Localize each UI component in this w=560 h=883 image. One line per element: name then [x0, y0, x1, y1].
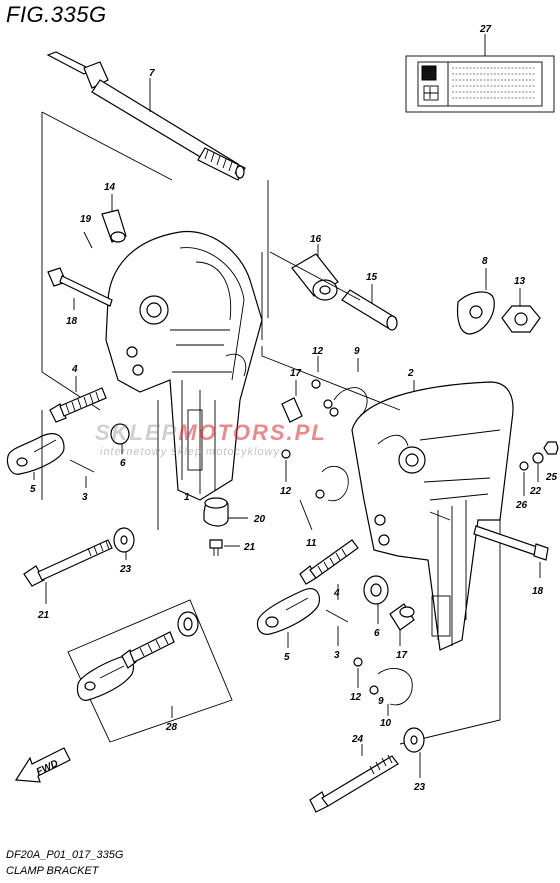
part-22-washer[interactable]: [532, 452, 544, 482]
part-1-clamp-bracket-left[interactable]: [105, 230, 263, 501]
callout-16: 16: [310, 234, 322, 245]
callout-18-right: 18: [532, 586, 544, 597]
part-12-screw-lower[interactable]: [353, 657, 363, 688]
callout-5-right: 5: [284, 652, 290, 663]
part-25-nut[interactable]: [543, 441, 559, 455]
part-5-plate-left[interactable]: [6, 433, 65, 480]
part-16-sleeve[interactable]: [291, 244, 339, 301]
callout-12-middle: 12: [280, 486, 292, 497]
callout-9-upper: 9: [354, 346, 360, 357]
callout-labels: 27 7 14 19 16 15 8 13 18 12 9 17 2 4 6 3…: [30, 24, 558, 793]
part-21-screw-center[interactable]: [209, 539, 240, 556]
part-27-caution-label[interactable]: [405, 34, 555, 113]
callout-24: 24: [351, 734, 364, 745]
callout-8: 8: [482, 256, 488, 267]
part-10-wire[interactable]: [369, 667, 413, 716]
callout-21-center: 21: [243, 542, 256, 553]
part-21-bolt-long[interactable]: [23, 400, 159, 604]
callout-7: 7: [149, 68, 155, 79]
callout-11: 11: [306, 538, 317, 549]
part-11-bolt[interactable]: [299, 499, 359, 585]
part-6-stopper-left[interactable]: [110, 423, 130, 454]
part-12-screw-middle[interactable]: [281, 449, 291, 482]
part-24-bolt[interactable]: [309, 744, 399, 813]
callout-3-right: 3: [334, 650, 340, 661]
callout-14: 14: [104, 182, 116, 193]
callout-3-left: 3: [82, 492, 88, 503]
callout-6-left: 6: [120, 458, 126, 469]
figure-title: FIG.335G: [6, 2, 107, 27]
part-13-nut[interactable]: [501, 288, 541, 333]
part-18-bolt-left[interactable]: [47, 267, 113, 310]
callout-17-lower: 17: [396, 650, 408, 661]
part-9-wire-upper[interactable]: [323, 358, 368, 417]
callout-21-left: 21: [37, 610, 50, 621]
callout-12-upper: 12: [312, 346, 324, 357]
part-6-stopper-right[interactable]: [363, 575, 389, 624]
callout-19: 19: [80, 214, 92, 225]
callout-1: 1: [184, 492, 190, 503]
callout-4-right: 4: [333, 588, 340, 599]
part-7-tilt-shaft[interactable]: [46, 51, 246, 181]
callout-6-right: 6: [374, 628, 380, 639]
callout-28: 28: [165, 722, 178, 733]
part-23-washer-right[interactable]: [403, 727, 425, 778]
part-20-damper[interactable]: [203, 497, 248, 527]
callout-25: 25: [545, 472, 558, 483]
part-18-bolt-right[interactable]: [473, 525, 549, 578]
callout-5-left: 5: [30, 484, 36, 495]
callout-4-left: 4: [71, 364, 78, 375]
callout-9-lower: 9: [378, 696, 384, 707]
part-28-kit[interactable]: [67, 599, 233, 743]
callout-20: 20: [253, 514, 266, 525]
watermark-tagline: internetowy sklep motocyklowy: [100, 446, 281, 458]
part-17-spacer-upper[interactable]: [281, 380, 303, 423]
callout-2: 2: [407, 368, 414, 379]
part-8-plate[interactable]: [456, 268, 495, 335]
callout-26: 26: [515, 500, 528, 511]
part-12-screw-upper[interactable]: [311, 356, 321, 389]
part-9-wire-lower[interactable]: [315, 465, 349, 502]
fwd-direction-arrow: FWD: [14, 747, 71, 783]
callout-13: 13: [514, 276, 526, 287]
callout-10: 10: [380, 718, 392, 729]
part-5-plate-right[interactable]: [256, 588, 321, 648]
callout-23-right: 23: [413, 782, 426, 793]
part-17-spacer-lower[interactable]: [389, 603, 415, 646]
callout-12-lower: 12: [350, 692, 362, 703]
part-3-pin-right[interactable]: [325, 609, 349, 646]
part-19-pin[interactable]: [83, 231, 93, 249]
part-15-pin[interactable]: [341, 284, 398, 331]
part-14-bushing[interactable]: [101, 194, 127, 243]
callout-15: 15: [366, 272, 378, 283]
callout-18-left: 18: [66, 316, 78, 327]
part-4-bolt-left[interactable]: [49, 376, 107, 423]
callout-27: 27: [479, 24, 492, 35]
diagram-code: DF20A_P01_017_335G: [6, 849, 124, 861]
part-23-washer-left[interactable]: [113, 527, 135, 560]
callout-22: 22: [529, 486, 542, 497]
part-2-clamp-bracket-right[interactable]: [351, 380, 514, 651]
part-3-pin-left[interactable]: [69, 459, 95, 488]
callout-23-left: 23: [119, 564, 132, 575]
diagram-name: CLAMP BRACKET: [6, 865, 99, 877]
part-26-washer[interactable]: [519, 461, 529, 496]
callout-17-upper: 17: [290, 368, 302, 379]
watermark-brand: SKLEPMOTORS.PL: [95, 420, 327, 445]
